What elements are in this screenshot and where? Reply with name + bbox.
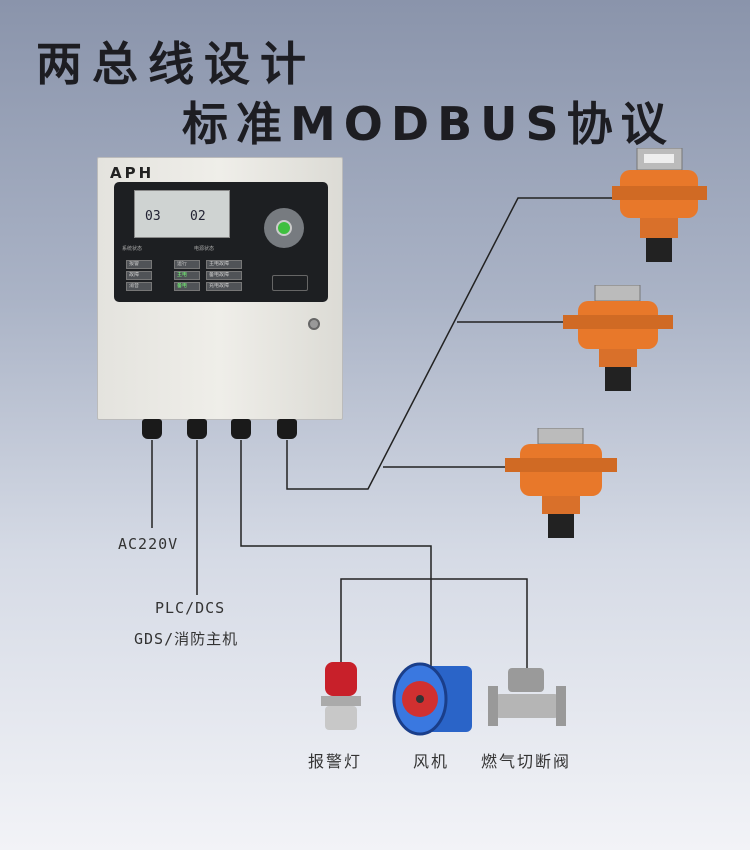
indicator-backup-power-fault: 备电故障: [206, 271, 242, 280]
gas-detector-icon: [505, 428, 617, 538]
headline-two-bus-design: 两总线设计: [36, 37, 316, 91]
gas-alarm-controller: APH 03 02 系统状态 电源状态 报警 故障 消音 运行 主电 备电 主电…: [97, 157, 343, 420]
button-silence[interactable]: 消音: [126, 282, 152, 291]
status-window: [272, 275, 308, 291]
lcd-value-right: 02: [190, 209, 206, 224]
indicator-fault: 故障: [126, 271, 152, 280]
indicator-main-power-fault: 主电故障: [206, 260, 242, 269]
cable-gland: [231, 419, 251, 439]
cable-gland: [277, 419, 297, 439]
indicator-run: 运行: [174, 260, 200, 269]
gas-shutoff-valve-icon: [488, 668, 566, 726]
label-plc-dcs: PLC/DCS: [155, 599, 226, 617]
wire-bus: [286, 197, 618, 490]
gas-detector-icon: [563, 285, 673, 391]
fan-icon: [392, 662, 472, 736]
lcd-display: 03 02: [134, 190, 230, 238]
indicator-charge-fault: 充电故障: [206, 282, 242, 291]
power-status-label: 电源状态: [194, 246, 215, 252]
indicator-alarm: 报警: [126, 260, 152, 269]
indicator-backup-power: 备电: [174, 282, 200, 291]
label-gds-fire-host: GDS/消防主机: [134, 630, 239, 648]
alarm-light-icon: [321, 662, 361, 730]
cable-gland: [142, 419, 162, 439]
lock-icon: [308, 318, 320, 330]
system-status-label: 系统状态: [122, 246, 143, 252]
indicator-main-power: 主电: [174, 271, 200, 280]
label-fan: 风机: [413, 752, 450, 771]
lcd-value-left: 03: [145, 209, 161, 224]
headline-modbus-protocol: 标准MODBUS协议: [182, 97, 675, 151]
ok-button[interactable]: [276, 220, 292, 236]
control-panel: 03 02 系统状态 电源状态 报警 故障 消音 运行 主电 备电 主电故障 备…: [114, 182, 328, 302]
navigation-pad[interactable]: [264, 208, 304, 248]
gas-detector-icon: [612, 148, 707, 262]
label-alarm-light: 报警灯: [308, 752, 363, 771]
wire-fan: [240, 440, 432, 668]
label-ac220v: AC220V: [118, 535, 179, 553]
cable-gland: [187, 419, 207, 439]
wire-relay: [340, 578, 528, 672]
brand-logo: APH: [110, 164, 155, 182]
label-shutoff-valve: 燃气切断阀: [481, 752, 572, 771]
